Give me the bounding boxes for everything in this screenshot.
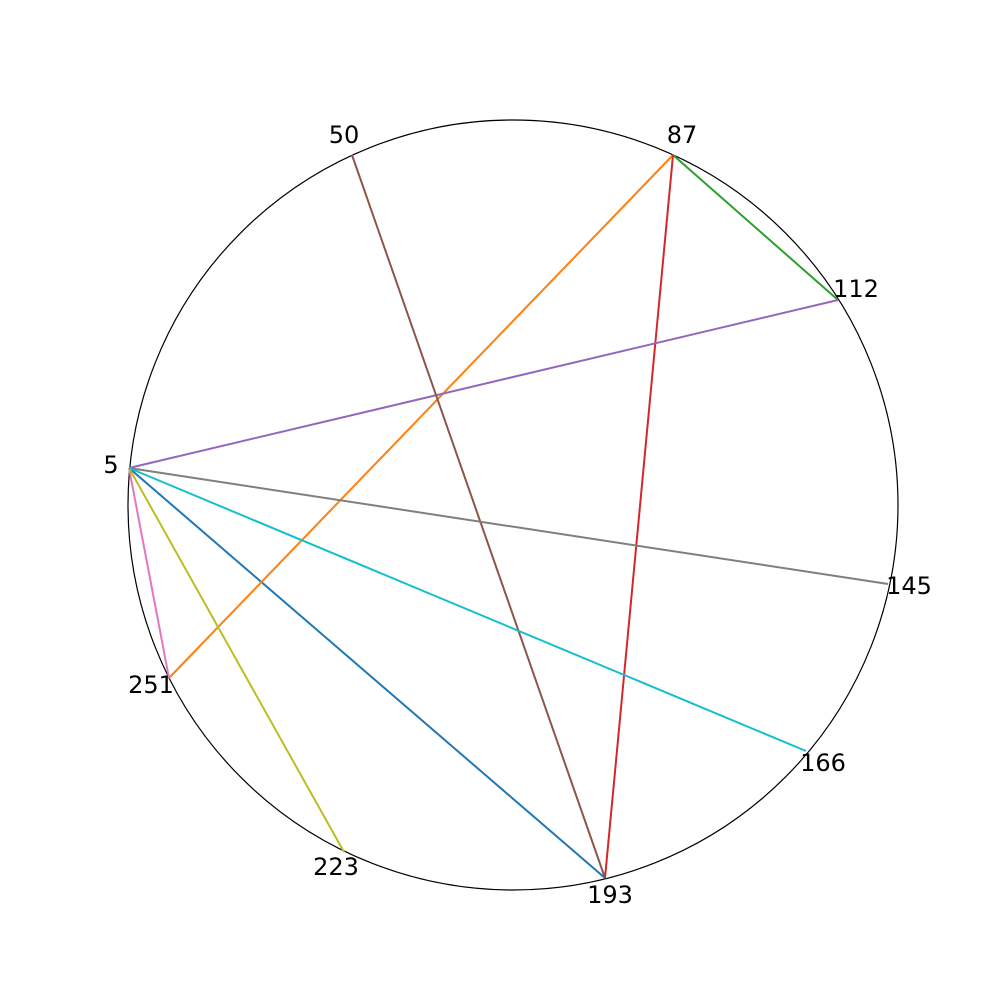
outer-circle <box>127 119 899 891</box>
node-label-145: 145 <box>886 572 932 600</box>
labels-group: 5 50 87 112 145 166 193 223 251 <box>103 121 932 909</box>
chord-87-193 <box>604 154 674 879</box>
chord-87-251 <box>168 154 674 679</box>
chord-5-145 <box>128 467 889 585</box>
node-label-112: 112 <box>833 275 879 303</box>
chord-5-193 <box>128 467 606 879</box>
node-label-50: 50 <box>329 121 360 149</box>
chord-5-166 <box>128 467 807 752</box>
chord-50-193 <box>351 154 606 879</box>
node-label-5: 5 <box>103 451 118 479</box>
node-label-166: 166 <box>800 749 846 777</box>
chords-group <box>128 154 889 879</box>
chord-5-112 <box>128 299 839 469</box>
chord-87-112 <box>672 154 839 301</box>
node-label-223: 223 <box>313 853 359 881</box>
node-label-251: 251 <box>128 671 174 699</box>
chord-5-223 <box>128 467 345 853</box>
node-label-87: 87 <box>667 121 698 149</box>
node-label-193: 193 <box>587 881 633 909</box>
chord-5-251 <box>128 467 170 679</box>
